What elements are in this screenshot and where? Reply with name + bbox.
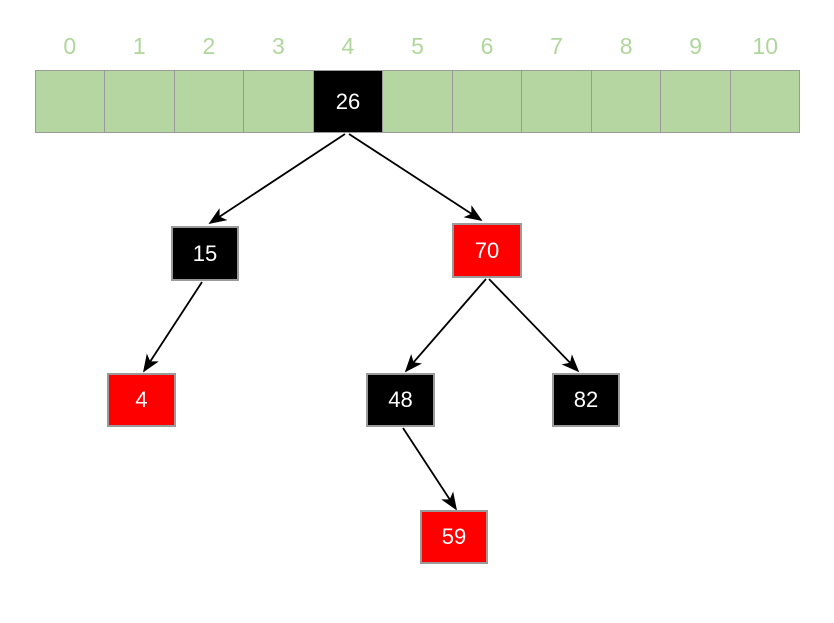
tree-node-4[interactable]: 4	[107, 373, 176, 427]
array-index-label-6: 6	[480, 33, 494, 59]
array-cell-5[interactable]	[382, 70, 453, 133]
tree-node-59[interactable]: 59	[420, 510, 488, 564]
array-index-label-10: 10	[752, 33, 779, 59]
array-strip: 26	[35, 70, 800, 133]
array-index-label-9: 9	[689, 33, 703, 59]
array-index-label-5: 5	[411, 33, 424, 59]
array-cell-9[interactable]	[660, 70, 731, 133]
tree-node-value: 48	[388, 387, 413, 412]
array-cell-6[interactable]	[451, 70, 523, 133]
array-index-label-2: 2	[202, 33, 216, 59]
tree-node-value: 15	[192, 240, 218, 266]
tree-edge-n48-to-n59	[402, 427, 457, 511]
array-cell-4[interactable]: 26	[312, 70, 384, 133]
array-cell-2[interactable]	[173, 70, 245, 133]
array-cell-value: 26	[335, 88, 361, 114]
array-index-label-4: 4	[341, 33, 355, 59]
tree-edge-n15-to-n4	[143, 281, 203, 373]
tree-node-value: 4	[135, 387, 148, 412]
tree-node-15[interactable]: 15	[171, 226, 239, 281]
tree-node-value: 59	[441, 524, 467, 549]
array-cell-10[interactable]	[729, 70, 800, 133]
tree-edge-n70-to-n48	[404, 278, 487, 373]
array-cell-8[interactable]	[590, 70, 662, 133]
array-index-label-1: 1	[132, 33, 146, 59]
tree-node-82[interactable]: 82	[552, 373, 620, 427]
tree-edge-n26-to-n70	[348, 133, 483, 221]
tree-node-value: 82	[573, 387, 599, 412]
array-cell-0[interactable]	[35, 70, 106, 133]
array-cell-3[interactable]	[243, 70, 314, 133]
tree-node-value: 70	[474, 237, 500, 263]
array-index-label-3: 3	[271, 33, 285, 59]
array-index-label-7: 7	[550, 33, 563, 59]
tree-edge-n26-to-n15	[208, 133, 346, 224]
array-cell-1[interactable]	[104, 70, 175, 133]
array-index-label-8: 8	[619, 33, 633, 59]
tree-node-48[interactable]: 48	[366, 373, 435, 427]
array-cell-7[interactable]	[521, 70, 592, 133]
tree-edge-n70-to-n82	[488, 278, 580, 373]
tree-node-70[interactable]: 70	[452, 223, 522, 278]
array-index-label-0: 0	[63, 33, 77, 59]
